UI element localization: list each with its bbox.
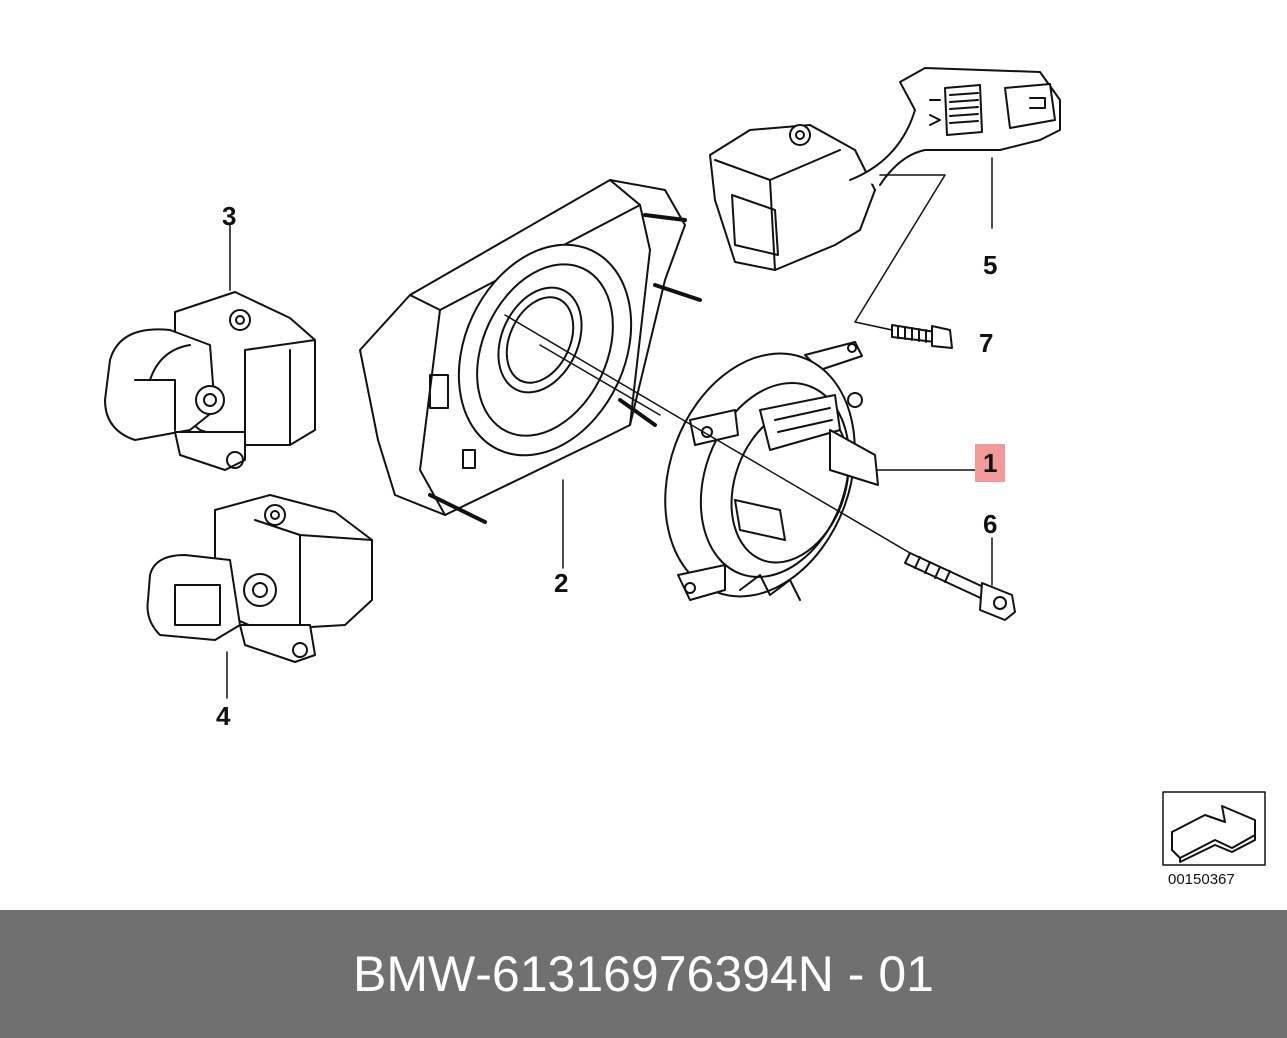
- part-1-clock-spring: [664, 341, 976, 601]
- callout-5: 5: [983, 250, 998, 280]
- footer-bar: BMW - 61316976394 N - 01: [0, 910, 1287, 1038]
- callout-4: 4: [216, 701, 231, 731]
- callout-2: 2: [554, 568, 569, 598]
- callout-1-label: 1: [975, 444, 1006, 482]
- footer-part-number: 61316976394: [491, 946, 798, 1002]
- leader-lines: [504, 314, 911, 554]
- footer-suffix: N - 01: [797, 946, 934, 1002]
- callout-1: 1: [975, 444, 1006, 482]
- footer-text: BMW - 61316976394 N - 01: [0, 910, 1287, 1038]
- part-5-wiper-switch: [709, 67, 1061, 323]
- callout-3: 3: [222, 201, 237, 231]
- part-4-switch: [146, 494, 373, 699]
- callout-6: 6: [983, 509, 998, 539]
- orientation-arrow-icon: [1162, 791, 1266, 866]
- part-3-switch: [104, 224, 316, 471]
- diagram-id: 00150367: [1168, 871, 1235, 888]
- footer-brand: BMW: [353, 946, 476, 1002]
- callout-7: 7: [979, 328, 994, 358]
- parts-diagram: 1 2 3 4 5 6 7 00150367: [104, 67, 1266, 888]
- footer-separator: -: [475, 946, 492, 1002]
- part-7-screw: [854, 321, 953, 349]
- part-2-housing: [359, 179, 702, 569]
- part-6-bolt: [904, 537, 1016, 621]
